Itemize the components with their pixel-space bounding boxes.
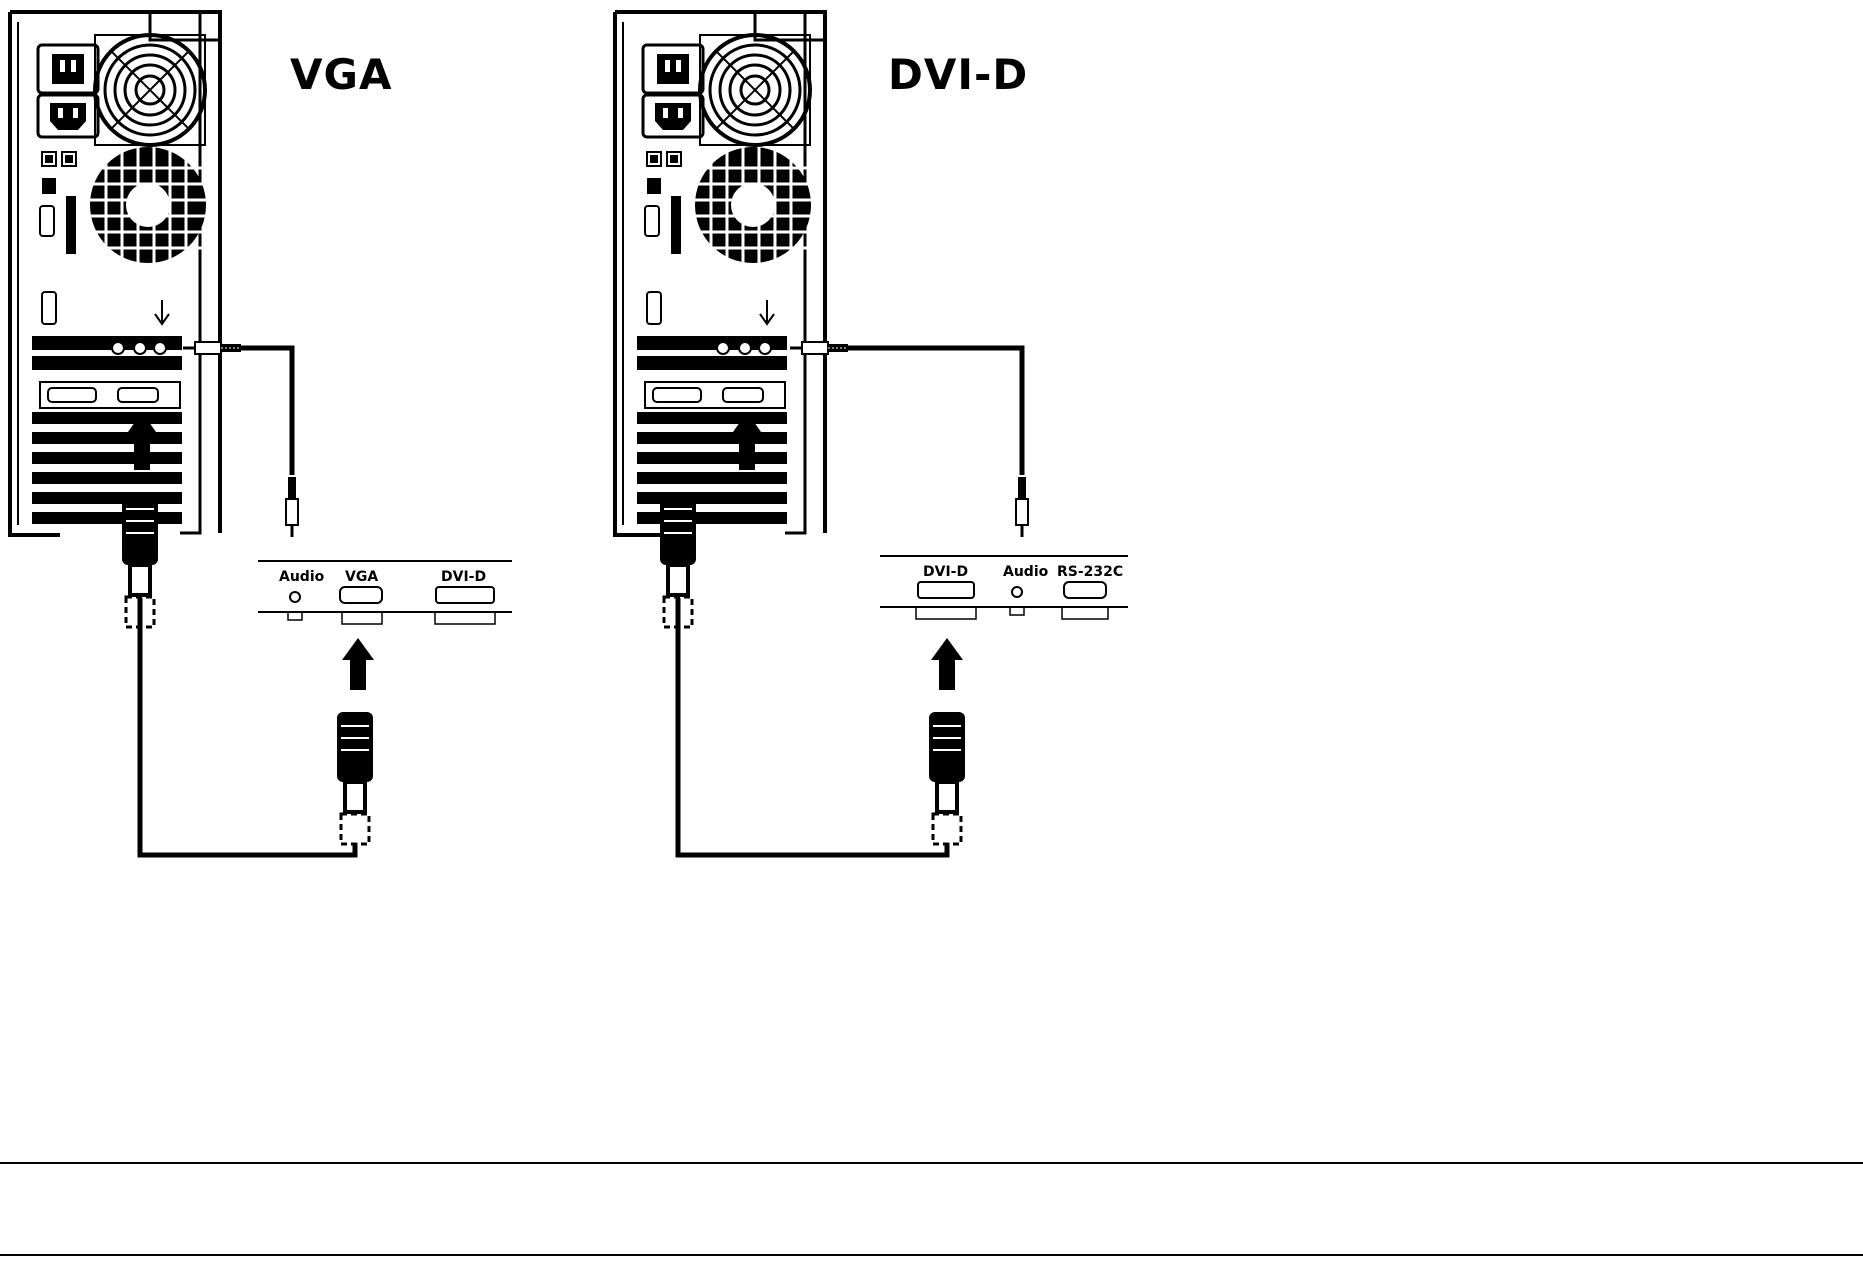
port-label-audio: Audio (279, 569, 325, 585)
vga-plug-monitor (335, 710, 375, 846)
audio-plug-monitor (1014, 475, 1030, 539)
audio-cable (241, 345, 295, 475)
dvi-title: DVI-D (888, 50, 1028, 99)
dvi-plug-monitor (927, 710, 967, 846)
vga-diagram: VGA Audio VGA DVI-D (8, 10, 512, 858)
up-arrow (350, 658, 366, 690)
pc-tower (8, 10, 222, 537)
audio-plug-monitor (284, 475, 300, 539)
audio-port-icon (1011, 586, 1023, 598)
rs232c-port-icon (1063, 581, 1107, 599)
port-label-dvi: DVI-D (923, 564, 968, 580)
dvi-port-icon (917, 581, 975, 599)
port-label-rs232c: RS-232C (1057, 564, 1123, 580)
dvi-port-icon (435, 586, 495, 604)
vga-port-icon (339, 586, 383, 604)
audio-plug-pc (788, 340, 850, 356)
dvi-diagram: DVI-D DVI-D Audio RS-232C (613, 10, 1128, 858)
vga-title: VGA (290, 50, 392, 99)
audio-cable (848, 345, 1025, 475)
monitor-panel: Audio VGA DVI-D (258, 560, 512, 625)
dvi-cable (675, 598, 950, 858)
port-label-dvi: DVI-D (441, 569, 486, 585)
vga-cable (137, 598, 358, 858)
audio-port-icon (289, 591, 301, 603)
audio-plug-pc (181, 340, 243, 356)
port-label-audio: Audio (1003, 564, 1049, 580)
monitor-panel: DVI-D Audio RS-232C (880, 555, 1128, 620)
up-arrow (939, 658, 955, 690)
pc-tower (613, 10, 827, 537)
port-label-vga: VGA (345, 569, 378, 585)
